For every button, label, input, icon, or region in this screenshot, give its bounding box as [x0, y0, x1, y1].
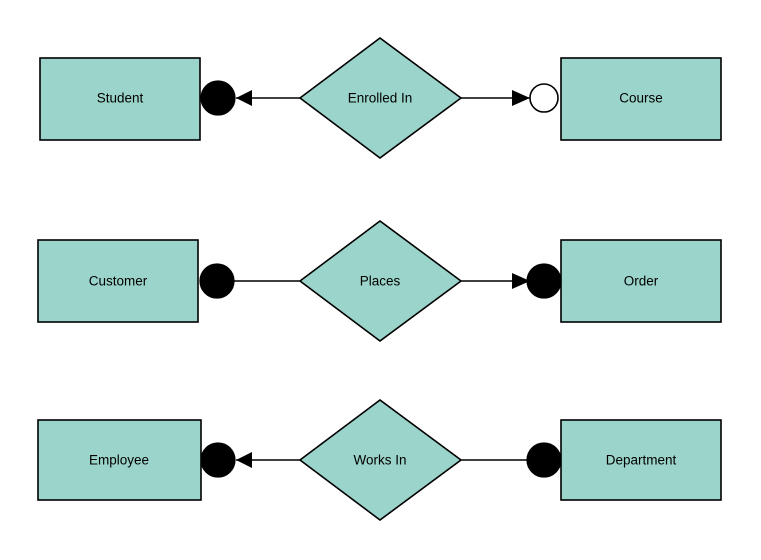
er-row-customer-order: Customer Order Places [37, 220, 722, 342]
cardinality-arrow-left-student [236, 90, 252, 106]
cardinality-marker-hollow-circle-course[interactable] [529, 83, 559, 113]
entity-box-order[interactable] [560, 239, 722, 323]
relationship-diamond-places[interactable] [298, 220, 463, 342]
cardinality-arrow-right-course [512, 90, 530, 106]
er-row-student-course: Student Course Enrolled In [39, 37, 722, 159]
cardinality-marker-filled-circle-department[interactable] [526, 442, 562, 478]
cardinality-marker-filled-circle-customer[interactable] [199, 263, 235, 299]
entity-box-customer[interactable] [37, 239, 199, 323]
entity-box-course[interactable] [560, 57, 722, 141]
cardinality-marker-filled-circle-student[interactable] [200, 80, 236, 116]
er-row-employee-department: Employee Department Works In [37, 399, 722, 521]
entity-box-student[interactable] [39, 57, 201, 141]
cardinality-arrow-left-employee [236, 452, 252, 468]
cardinality-marker-filled-circle-employee[interactable] [200, 442, 236, 478]
entity-box-department[interactable] [560, 419, 722, 501]
cardinality-marker-filled-circle-order[interactable] [526, 263, 562, 299]
entity-box-employee[interactable] [37, 419, 202, 501]
cardinality-arrow-right-order [512, 273, 530, 289]
relationship-diamond-enrolled-in[interactable] [298, 37, 463, 159]
relationship-diamond-works-in[interactable] [298, 399, 463, 521]
